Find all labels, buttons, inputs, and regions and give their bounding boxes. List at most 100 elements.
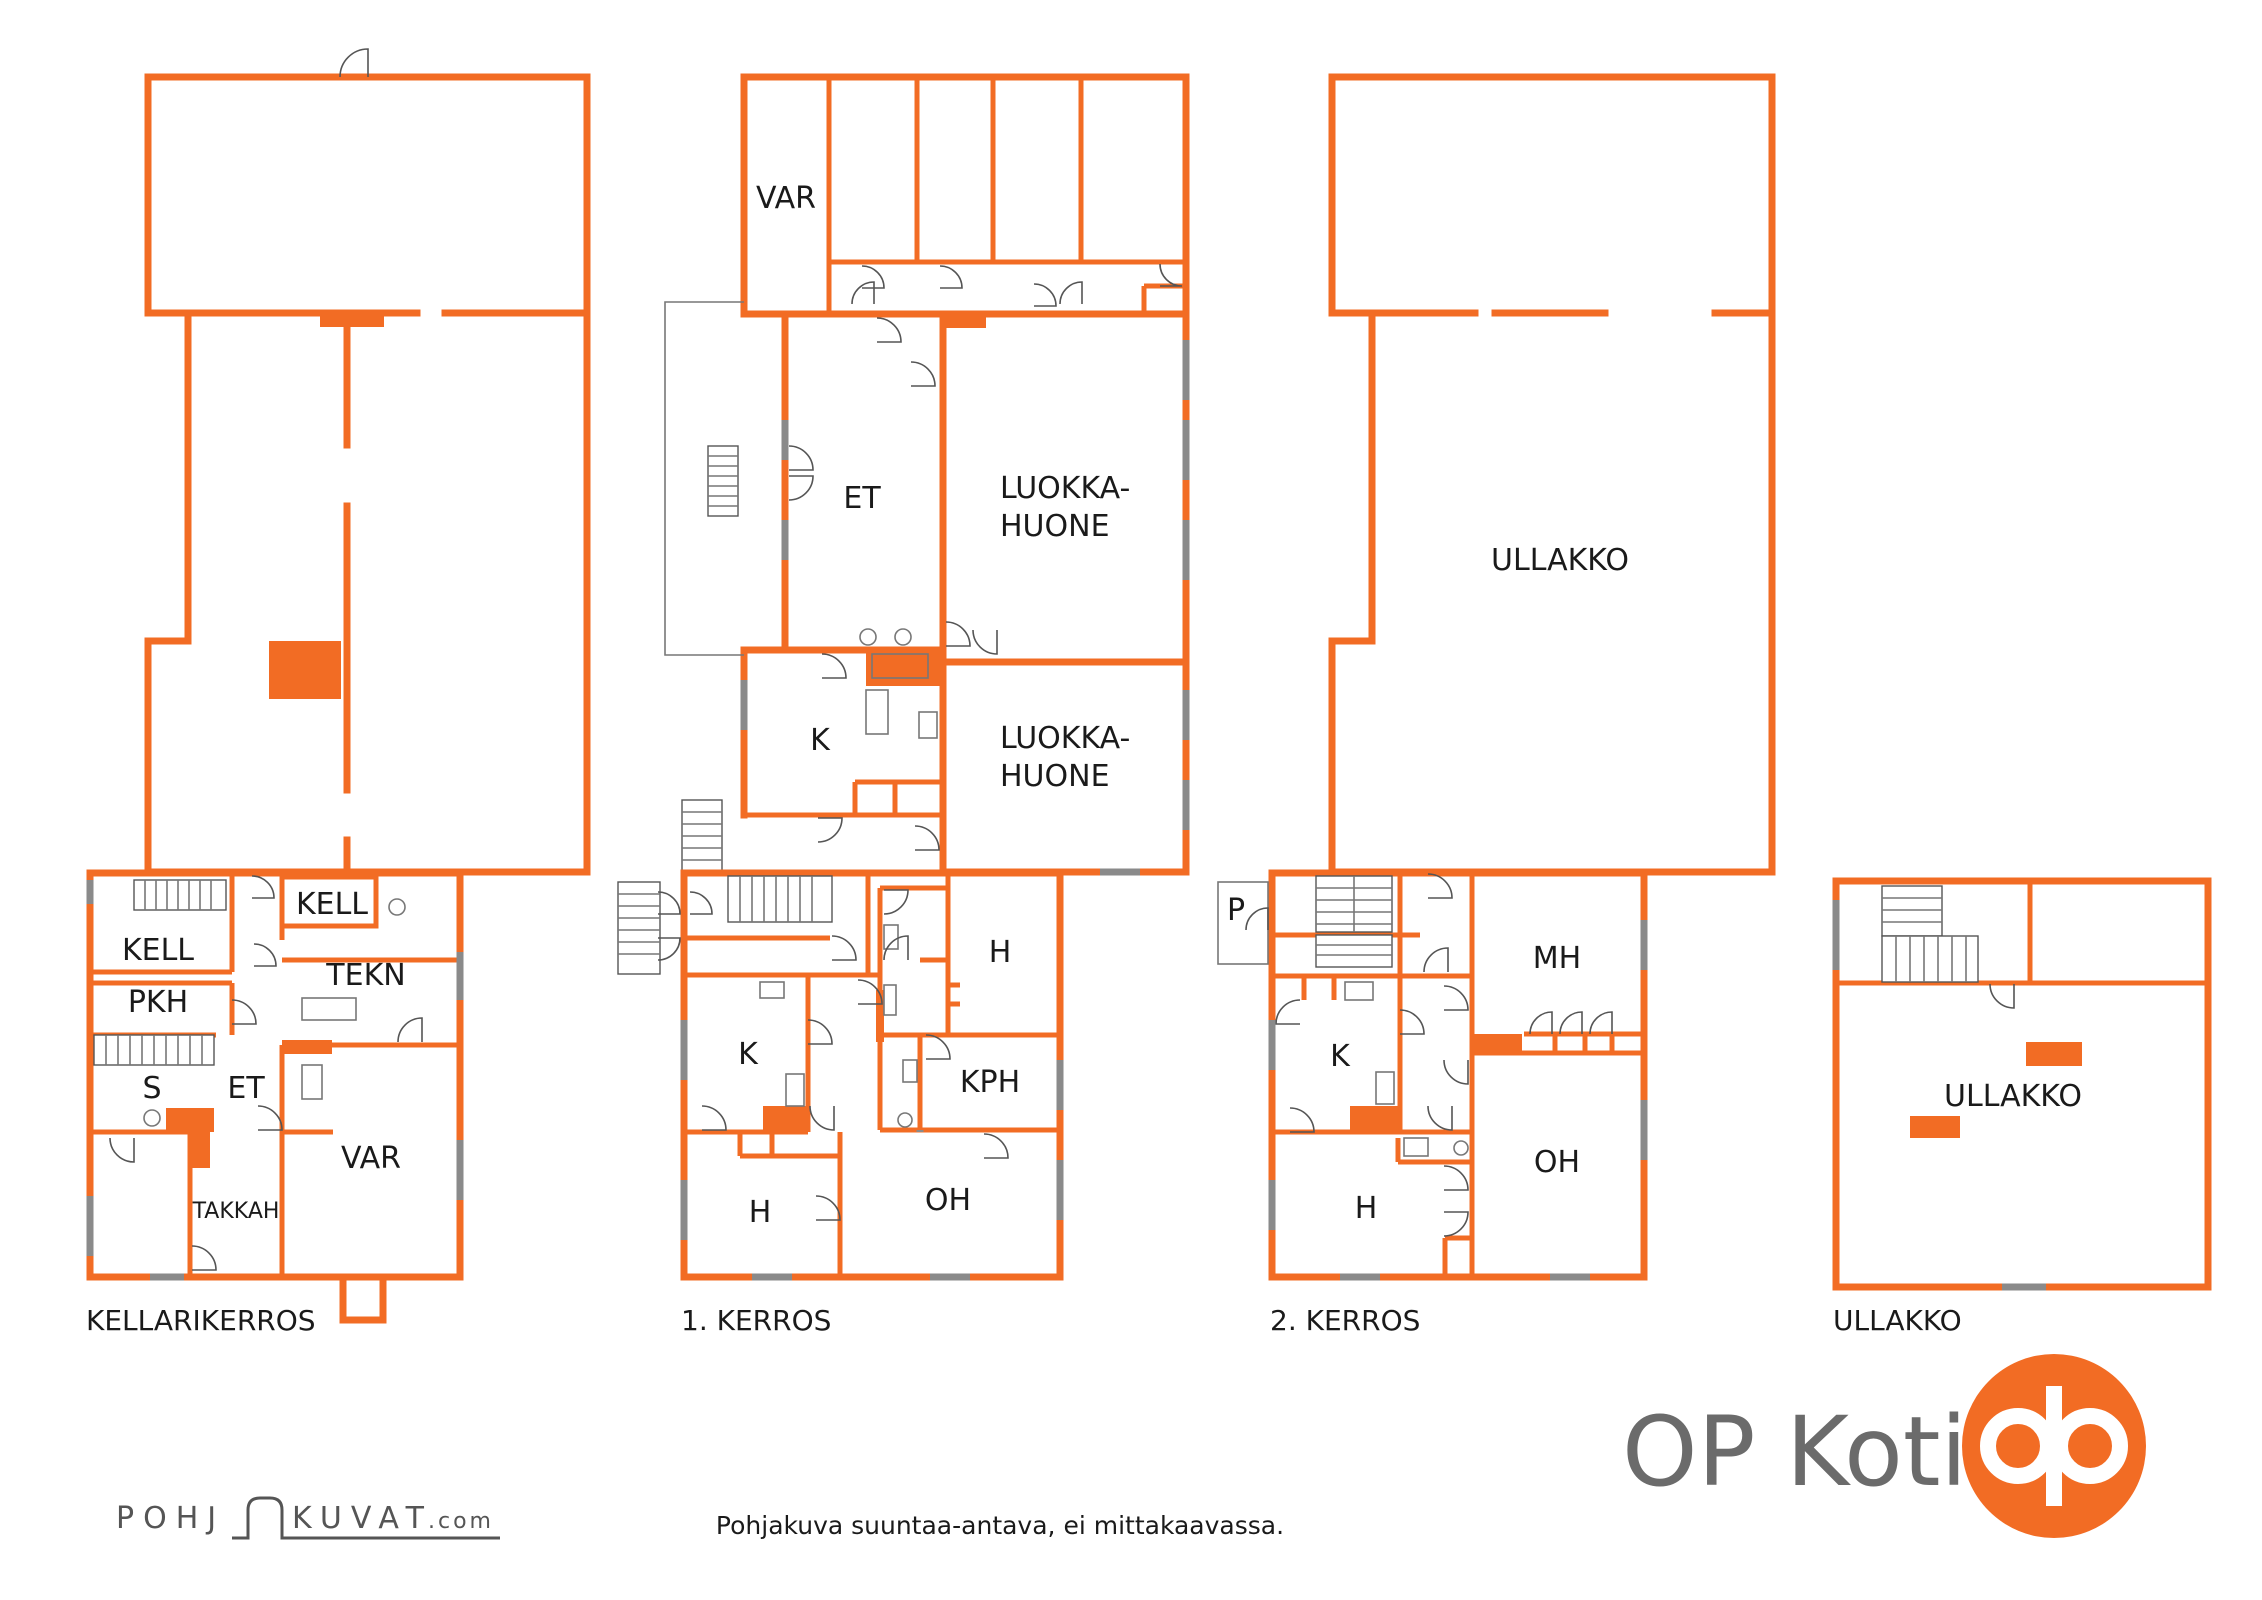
disclaimer-note: Pohjakuva suuntaa-antava, ei mittakaavas… <box>716 1511 1284 1540</box>
room-label-kph: KPH <box>960 1065 1020 1100</box>
second-lower-outline <box>1268 869 1648 1281</box>
room-label-luokkahuone: LUOKKA- <box>1000 471 1130 506</box>
door <box>1427 1105 1453 1131</box>
room-label-p: P <box>1227 893 1245 928</box>
basement-bay <box>339 1273 387 1324</box>
door <box>1529 1011 1553 1035</box>
room-label-k: K <box>738 1037 759 1072</box>
first-chimney <box>866 650 942 686</box>
attic-floor-plan <box>1832 877 2212 1291</box>
basement-chimney-top <box>320 313 384 327</box>
room-label-kell: KELL <box>122 933 194 968</box>
basement-chimney <box>269 641 341 699</box>
door <box>1443 1059 1469 1085</box>
room-label-et: ET <box>227 1071 265 1106</box>
room-label-h: H <box>749 1195 772 1230</box>
room-labels: KELL KELL TEKN PKH S ET VAR TAKKAH VAR E… <box>122 181 2082 1230</box>
stair <box>133 879 227 911</box>
op-koti-brand: OP Koti <box>1622 1354 2146 1538</box>
door <box>1443 1165 1469 1191</box>
door <box>817 817 843 843</box>
basement-block-3 <box>166 1108 214 1132</box>
door <box>1989 983 2015 1009</box>
credit-logo-right: KUVAT <box>292 1501 433 1536</box>
tekn-equipment <box>301 997 357 1021</box>
door <box>1275 999 1301 1025</box>
block <box>2026 1042 2082 1066</box>
door <box>861 265 885 289</box>
floor-label-attic: ULLAKKO <box>1833 1304 1962 1337</box>
first-outside-stairs <box>617 881 661 975</box>
door <box>857 979 883 1005</box>
door <box>191 1245 217 1271</box>
door <box>1423 947 1449 973</box>
door <box>1443 985 1469 1011</box>
door <box>788 445 814 471</box>
floor-label-first: 1. KERROS <box>681 1304 831 1337</box>
line <box>897 1112 913 1128</box>
first-sink-lower <box>759 981 785 999</box>
floor-labels: KELLARIKERROS 1. KERROS 2. KERROS ULLAKK… <box>86 1304 1962 1337</box>
room-label-tekn: TEKN <box>325 958 405 993</box>
room-label-takkah: TAKKAH <box>192 1199 280 1224</box>
drain-icon <box>388 898 406 916</box>
line <box>1453 1140 1469 1156</box>
door <box>972 629 998 655</box>
basement-block-4 <box>190 1132 210 1168</box>
basement-block-2 <box>282 1040 332 1054</box>
kell-room-box <box>279 874 379 929</box>
door <box>807 1019 833 1045</box>
room-label-k: K <box>1330 1039 1351 1074</box>
room-label-mh: MH <box>1533 941 1581 976</box>
stair <box>1881 885 1943 937</box>
door <box>253 943 277 967</box>
block <box>1350 1106 1400 1132</box>
credit-logo-mark <box>232 1496 500 1540</box>
room-label-k: K <box>810 723 831 758</box>
basement-stairs-lower <box>93 1034 215 1066</box>
basement-toilet <box>301 1064 323 1100</box>
door <box>1033 283 1057 307</box>
door <box>231 999 257 1025</box>
first-terrace <box>664 301 744 656</box>
door <box>821 653 847 679</box>
door <box>397 1017 423 1043</box>
door <box>689 891 713 915</box>
door <box>657 937 681 961</box>
drain-icon <box>143 1109 161 1127</box>
door <box>701 1105 727 1131</box>
room-label-var: VAR <box>756 181 816 216</box>
door <box>925 1034 951 1060</box>
door <box>1589 1011 1613 1035</box>
door <box>1059 281 1083 305</box>
stair <box>617 881 661 975</box>
second-floor-plan <box>1217 73 1776 1281</box>
line <box>1403 1137 1429 1157</box>
door <box>657 891 681 915</box>
first-floor-plan <box>617 73 1190 1281</box>
door <box>1443 1211 1469 1237</box>
door <box>257 1105 283 1131</box>
basement-stairs-top <box>133 879 227 911</box>
door <box>809 1105 835 1131</box>
line <box>859 628 877 646</box>
door <box>983 1133 1009 1159</box>
room-label-oh: OH <box>1534 1145 1580 1180</box>
second-stairs <box>1315 875 1393 968</box>
op-logo-icon <box>1962 1354 2146 1538</box>
line <box>1344 981 1374 1001</box>
line <box>883 984 897 1016</box>
line <box>1375 1071 1395 1105</box>
line <box>902 1059 918 1083</box>
brand-name: OP Koti <box>1622 1396 1967 1508</box>
door <box>815 1195 841 1221</box>
line <box>871 653 929 679</box>
room-label-kell: KELL <box>296 887 368 922</box>
door <box>1427 873 1453 899</box>
floor-label-basement: KELLARIKERROS <box>86 1304 316 1337</box>
basement-floor-plan <box>86 48 591 1324</box>
door <box>945 621 971 647</box>
door <box>1289 1107 1315 1133</box>
room-label-var: VAR <box>341 1141 401 1176</box>
